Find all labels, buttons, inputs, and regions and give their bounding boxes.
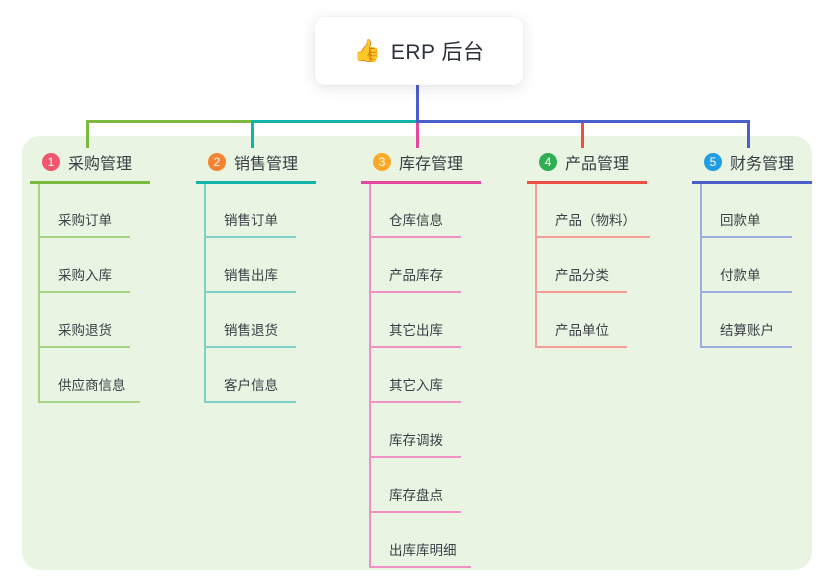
riser-inventory	[416, 123, 419, 148]
root-title: ERP 后台	[390, 41, 485, 64]
child-label: 产品库存	[389, 268, 443, 283]
branch-number-badge: 1	[42, 153, 60, 171]
child-node[interactable]: 销售出库	[204, 238, 296, 293]
child-label: 其它入库	[389, 378, 443, 393]
child-node[interactable]: 采购退货	[38, 293, 130, 348]
branch-trunk-line	[204, 184, 206, 403]
child-label: 库存盘点	[389, 488, 443, 503]
branch-number-badge: 4	[539, 153, 557, 171]
child-label: 销售退货	[224, 323, 278, 338]
branch-number-badge: 3	[373, 153, 391, 171]
child-label: 付款单	[720, 268, 761, 283]
riser-finance	[747, 121, 750, 148]
riser-procurement	[86, 121, 89, 148]
child-node[interactable]: 产品库存	[369, 238, 461, 293]
child-label: 客户信息	[224, 378, 278, 393]
child-node[interactable]: 回款单	[700, 184, 792, 238]
branch-header[interactable]: 5 财务管理	[692, 136, 812, 184]
riser-product	[581, 123, 584, 148]
child-label: 出库库明细	[389, 543, 457, 558]
child-label: 销售订单	[224, 213, 278, 228]
child-node[interactable]: 库存盘点	[369, 458, 461, 513]
branch-label: 采购管理	[68, 156, 133, 173]
branch-label: 库存管理	[399, 156, 464, 173]
child-label: 采购退货	[58, 323, 112, 338]
branch-label: 财务管理	[730, 156, 795, 173]
branch-header[interactable]: 3 库存管理	[361, 136, 481, 184]
child-node[interactable]: 其它出库	[369, 293, 461, 348]
child-label: 销售出库	[224, 268, 278, 283]
child-node[interactable]: 供应商信息	[38, 348, 140, 403]
bus-segment-finance	[416, 120, 750, 123]
branch-trunk-line	[535, 184, 537, 348]
branch-sales: 2 销售管理 销售订单销售出库销售退货客户信息	[196, 136, 316, 403]
child-label: 产品分类	[555, 268, 609, 283]
thumbs-up-icon: 👍	[353, 38, 381, 63]
branch-product: 4 产品管理 产品（物料） 产品分类产品单位	[527, 136, 650, 348]
riser-sales	[251, 121, 254, 148]
branch-header[interactable]: 4 产品管理	[527, 136, 647, 184]
branch-finance: 5 财务管理 回款单付款单结算账户	[692, 136, 812, 348]
child-label: 回款单	[720, 213, 761, 228]
root-connector-line	[416, 84, 419, 122]
child-label: 采购入库	[58, 268, 112, 283]
child-node[interactable]: 结算账户	[700, 293, 792, 348]
bus-segment-procurement	[86, 120, 254, 123]
branch-inventory: 3 库存管理 仓库信息产品库存其它出库其它入库库存调拨库存盘点出库库明细	[361, 136, 481, 568]
branch-header[interactable]: 2 销售管理	[196, 136, 316, 184]
child-node[interactable]: 库存调拨	[369, 403, 461, 458]
child-node[interactable]: 产品分类	[535, 238, 627, 293]
branch-number-badge: 2	[208, 153, 226, 171]
child-node[interactable]: 采购入库	[38, 238, 130, 293]
branch-trunk-line	[700, 184, 702, 348]
child-node[interactable]: 产品单位	[535, 293, 627, 348]
child-node[interactable]: 付款单	[700, 238, 792, 293]
child-label: 采购订单	[58, 213, 112, 228]
branch-label: 产品管理	[565, 156, 630, 173]
root-node[interactable]: 👍 ERP 后台	[315, 17, 523, 85]
child-node[interactable]: 仓库信息	[369, 184, 461, 238]
child-node[interactable]: 采购订单	[38, 184, 130, 238]
child-node[interactable]: 产品（物料）	[535, 184, 650, 238]
child-node[interactable]: 其它入库	[369, 348, 461, 403]
child-node[interactable]: 销售订单	[204, 184, 296, 238]
child-label: 仓库信息	[389, 213, 443, 228]
child-label: 供应商信息	[58, 378, 126, 393]
child-label: 结算账户	[720, 323, 774, 338]
child-label: 库存调拨	[389, 433, 443, 448]
branch-header[interactable]: 1 采购管理	[30, 136, 150, 184]
branch-trunk-line	[38, 184, 40, 403]
branch-number-badge: 5	[704, 153, 722, 171]
child-node[interactable]: 出库库明细	[369, 513, 471, 568]
child-label: 产品（物料）	[555, 213, 636, 228]
child-node[interactable]: 客户信息	[204, 348, 296, 403]
child-label: 产品单位	[555, 323, 609, 338]
branches-panel	[22, 136, 812, 570]
bus-segment-sales	[251, 120, 419, 123]
child-label: 其它出库	[389, 323, 443, 338]
branch-label: 销售管理	[234, 156, 299, 173]
branch-trunk-line	[369, 184, 371, 568]
branch-procurement: 1 采购管理 采购订单采购入库采购退货供应商信息	[30, 136, 150, 403]
child-node[interactable]: 销售退货	[204, 293, 296, 348]
